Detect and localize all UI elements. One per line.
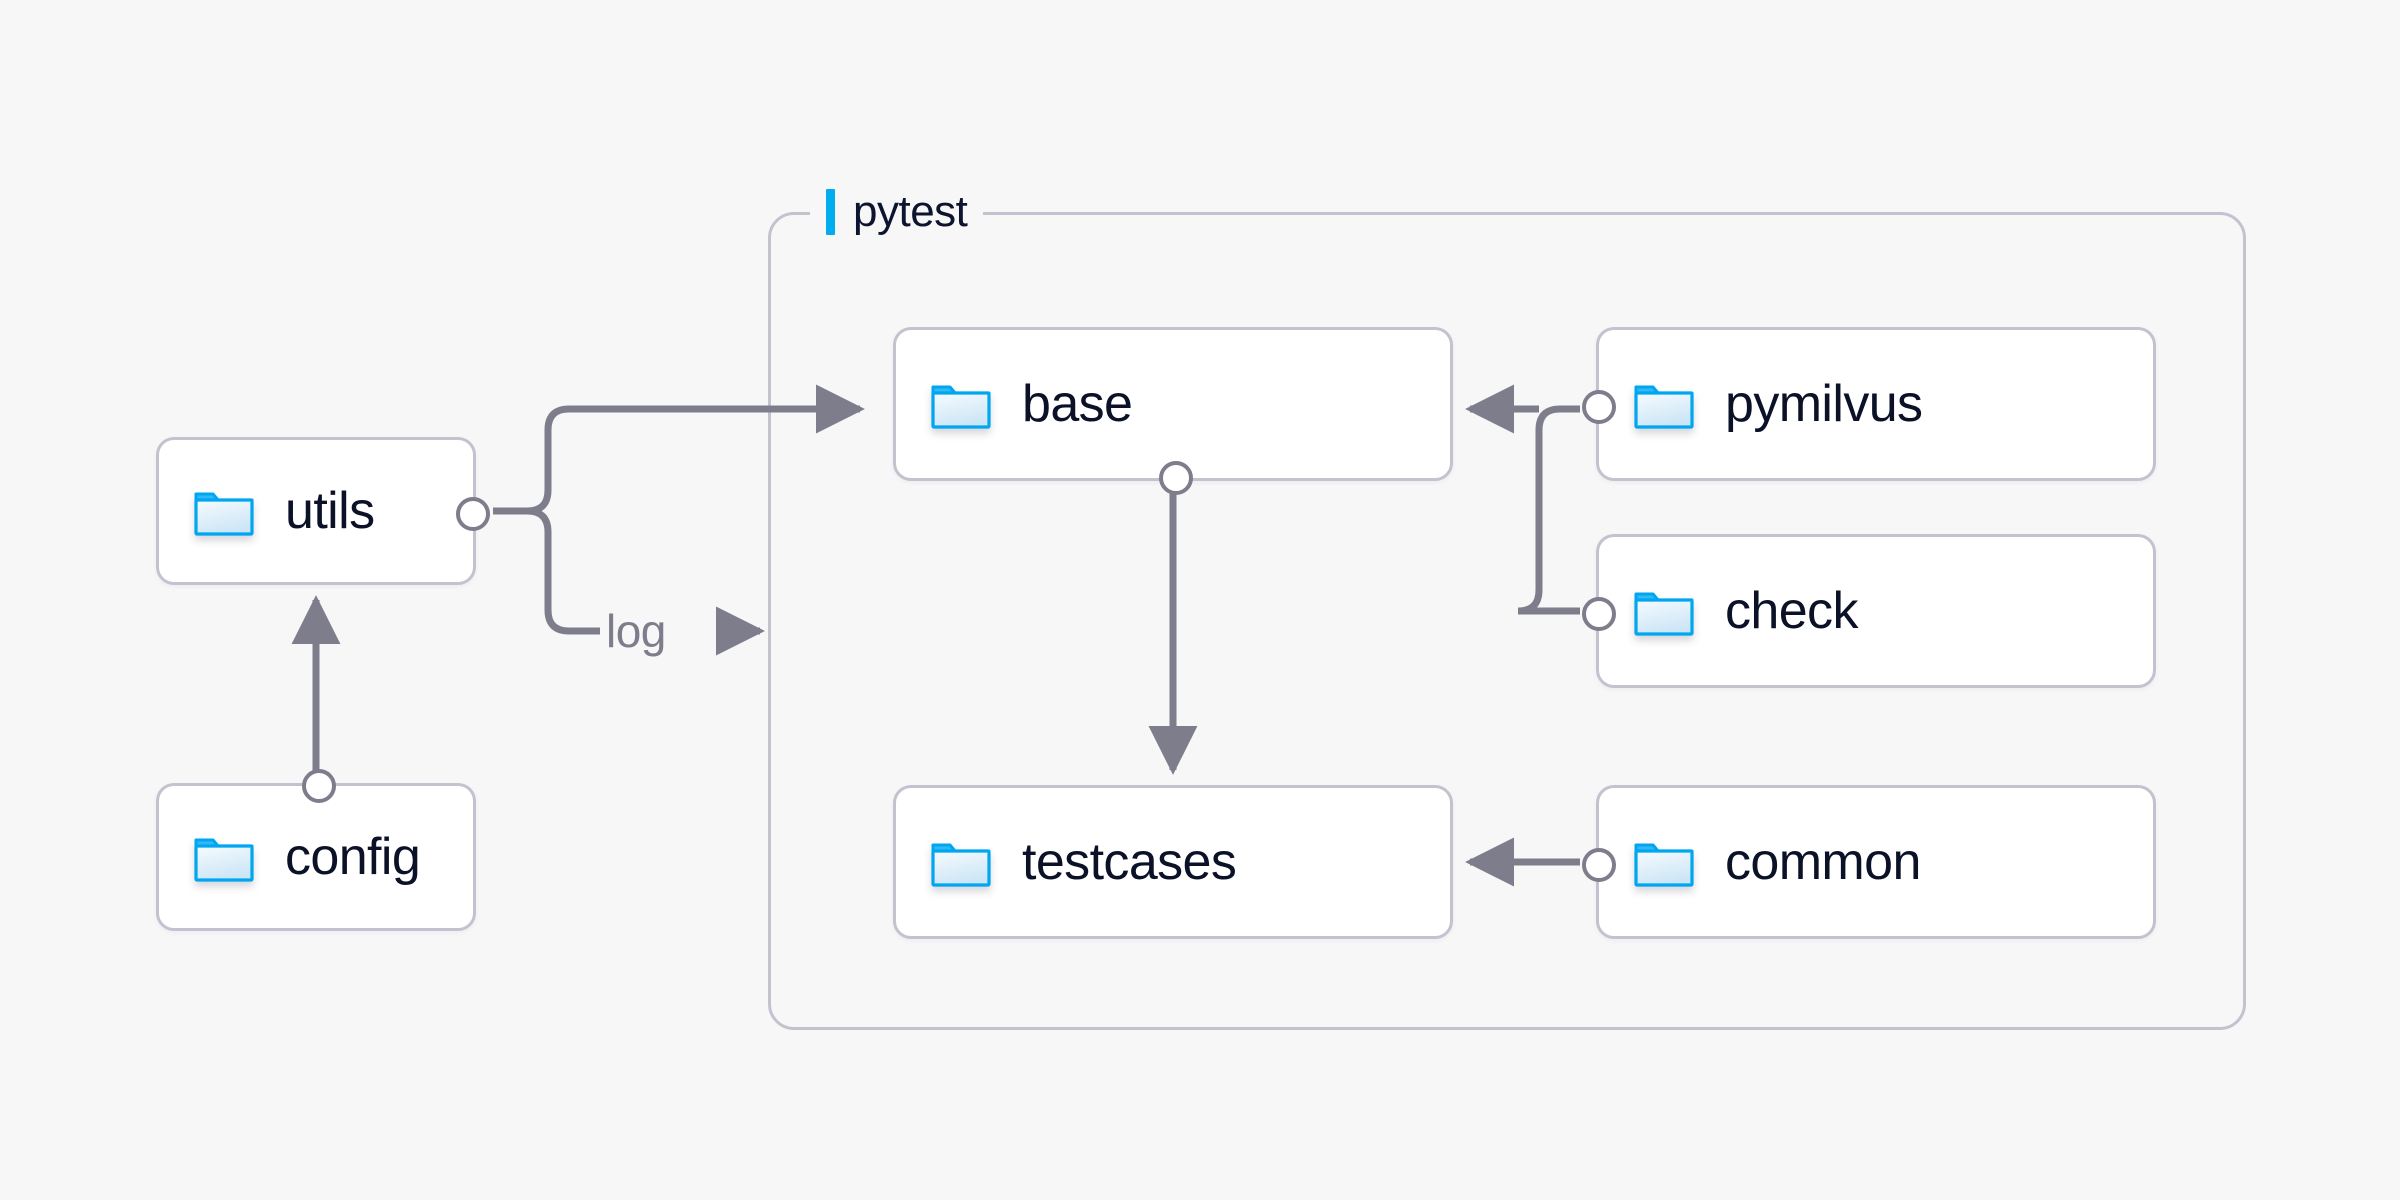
node-label-check: check (1725, 582, 1858, 640)
node-pymilvus[interactable]: pymilvus (1582, 327, 2156, 481)
folder-icon (1633, 378, 1695, 430)
node-label-testcases: testcases (1022, 833, 1237, 891)
node-label-base: base (1022, 375, 1133, 433)
node-label-config: config (285, 828, 421, 886)
group-label-pytest: pytest (810, 184, 984, 240)
port-utils-right[interactable] (456, 497, 490, 531)
folder-icon (193, 831, 255, 883)
edge-label-log-text: log (606, 605, 666, 657)
port-base-bottom[interactable] (1159, 461, 1193, 495)
group-label-text: pytest (853, 187, 968, 236)
node-utils[interactable]: utils (156, 437, 490, 585)
port-config-top[interactable] (302, 769, 336, 803)
folder-icon (930, 378, 992, 430)
port-check-left[interactable] (1582, 597, 1616, 631)
node-label-utils: utils (285, 482, 375, 540)
port-common-left[interactable] (1582, 848, 1616, 882)
node-label-common: common (1725, 833, 1921, 891)
node-config[interactable]: config (156, 769, 476, 931)
folder-icon (1633, 585, 1695, 637)
folder-icon (1633, 836, 1695, 888)
folder-icon (193, 485, 255, 537)
edge-label-log: log (606, 604, 666, 658)
node-base[interactable]: base (893, 327, 1453, 495)
node-label-pymilvus: pymilvus (1725, 375, 1923, 433)
node-common[interactable]: common (1582, 785, 2156, 939)
node-check[interactable]: check (1582, 534, 2156, 688)
group-accent-bar (826, 189, 835, 235)
folder-icon (930, 836, 992, 888)
group-container-pytest (768, 212, 2246, 1030)
port-pymilvus-left[interactable] (1582, 390, 1616, 424)
node-testcases[interactable]: testcases (893, 785, 1453, 939)
